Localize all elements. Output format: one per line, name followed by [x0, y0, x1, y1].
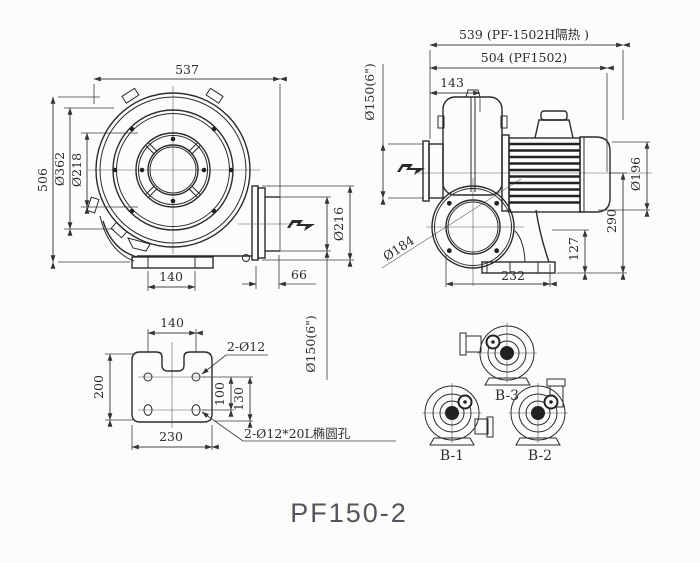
housing-lugs — [86, 87, 224, 252]
dim-inlet-bore: Ø150(6") — [362, 63, 424, 205]
dim-flange-diameter: Ø216 — [262, 185, 354, 267]
svg-text:140: 140 — [159, 269, 183, 284]
label-b3: B-3 — [495, 388, 519, 404]
svg-text:537: 537 — [175, 62, 199, 77]
dim-plate-hole-pitch: 100 — [202, 376, 253, 417]
dim-side-flange-diameter: Ø184 — [380, 233, 417, 264]
orientation-b3: B-3 — [459, 323, 537, 404]
dim-motor-diameter: Ø196 — [598, 141, 650, 217]
svg-text:2-Ø12: 2-Ø12 — [227, 339, 265, 354]
dim-flange-depth: 66 — [242, 255, 316, 289]
label-b1: B-1 — [440, 448, 464, 464]
dim-axis-height: 290 — [557, 172, 627, 280]
orientation-b2: B-2 — [508, 378, 568, 464]
base-plate-view: 140 200 230 100 — [91, 315, 396, 450]
svg-text:Ø150(6"): Ø150(6") — [362, 63, 377, 121]
svg-text:130: 130 — [231, 387, 246, 411]
svg-text:200: 200 — [91, 375, 106, 399]
terminal-box — [534, 119, 574, 139]
callout-slot-holes: 2-Ø12*20L椭圆孔 — [201, 411, 396, 442]
dim-front-height: 506 — [35, 96, 130, 269]
callout-round-holes: 2-Ø12 — [201, 339, 268, 375]
dim-base-length: 232 — [445, 254, 557, 287]
dim-ring-diameter: Ø362 — [52, 107, 114, 236]
svg-text:506: 506 — [35, 168, 50, 192]
dim-front-width: 537 — [93, 62, 287, 251]
airflow-arrow-front — [287, 220, 315, 231]
svg-text:143: 143 — [440, 75, 464, 90]
dim-total-length: 504 (PF1502) — [429, 50, 614, 172]
svg-text:100: 100 — [212, 382, 227, 406]
svg-text:504 (PF1502): 504 (PF1502) — [481, 50, 567, 65]
front-view: 537 506 Ø362 Ø218 — [35, 62, 354, 380]
svg-text:140: 140 — [160, 315, 184, 330]
svg-text:232: 232 — [501, 268, 525, 283]
dim-inner-diameter: Ø218 — [69, 132, 138, 214]
dim-plate-edge-distance: 130 — [214, 376, 253, 428]
dim-foot-height: 127 — [552, 229, 589, 280]
svg-text:230: 230 — [159, 429, 183, 444]
dim-inlet-offset: 143 — [429, 75, 481, 112]
dim-plate-width: 230 — [131, 425, 219, 450]
airflow-arrow-side — [397, 164, 425, 175]
dim-plate-depth: 200 — [91, 353, 133, 427]
svg-text:127: 127 — [566, 237, 581, 261]
svg-text:2-Ø12*20L椭圆孔: 2-Ø12*20L椭圆孔 — [244, 426, 351, 441]
svg-text:539 (PF-1502H隔热 ): 539 (PF-1502H隔热 ) — [459, 27, 589, 42]
side-view: 539 (PF-1502H隔热 ) 504 (PF1502) 143 Ø150(… — [362, 27, 652, 287]
dim-outlet-bore: Ø150(6") — [280, 196, 331, 380]
motor-fins — [509, 142, 580, 204]
model-title: PF150-2 — [290, 498, 408, 528]
svg-text:Ø216: Ø216 — [331, 207, 346, 241]
label-b2: B-2 — [528, 448, 552, 464]
svg-text:290: 290 — [604, 209, 619, 233]
svg-text:66: 66 — [291, 267, 307, 282]
svg-text:Ø150(6"): Ø150(6") — [303, 315, 318, 373]
svg-text:Ø196: Ø196 — [628, 157, 643, 191]
orientation-b1: B-1 — [422, 383, 494, 464]
svg-text:Ø218: Ø218 — [69, 153, 84, 187]
svg-text:Ø362: Ø362 — [52, 152, 67, 186]
dim-plate-hole-span: 140 — [147, 315, 203, 352]
bolt-dots — [112, 126, 234, 214]
inlet-spokes — [145, 142, 201, 198]
dim-foot-holes: 140 — [147, 269, 196, 291]
